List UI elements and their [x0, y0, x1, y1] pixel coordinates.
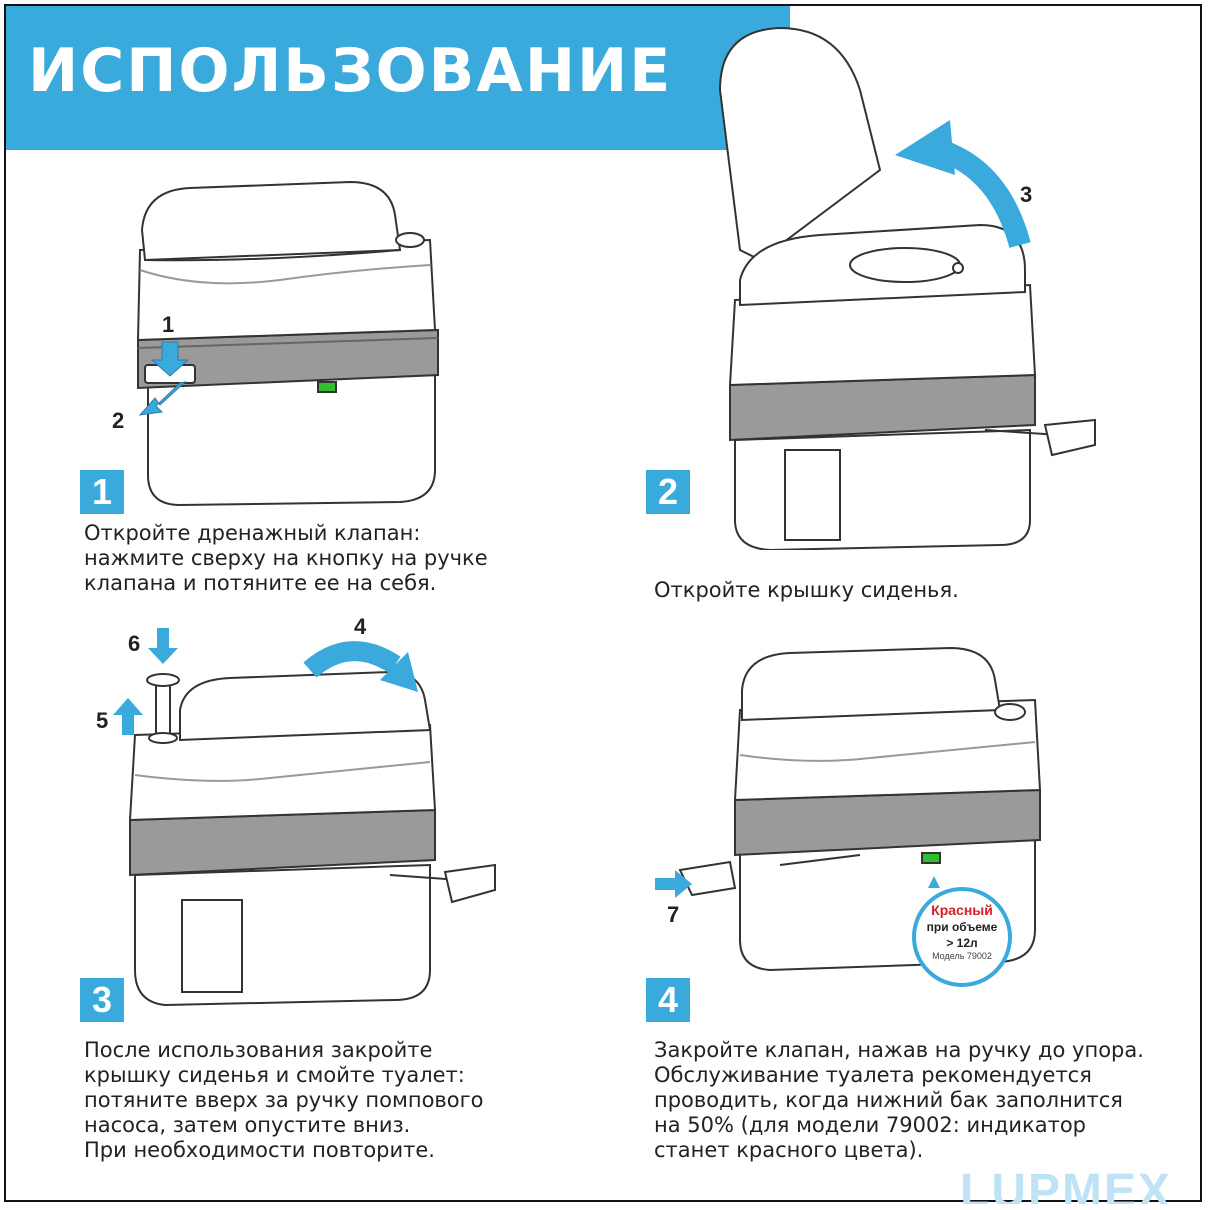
indicator-badge-color: Красный	[931, 902, 993, 918]
step-2-text: Откройте крышку сиденья.	[654, 578, 959, 602]
indicator-badge-model: Модель 79002	[932, 951, 992, 961]
step-3-number: 3	[80, 978, 124, 1022]
marker-5: 5	[96, 708, 108, 733]
step-1-text: Откройте дренажный клапан: нажмите сверх…	[84, 521, 488, 595]
marker-7: 7	[667, 902, 679, 927]
page-frame	[4, 4, 1202, 1202]
step-2-number: 2	[646, 470, 690, 514]
indicator-badge: Красный при объеме > 12л Модель 79002	[912, 887, 1012, 987]
step-4-illustration: 7	[655, 646, 1042, 972]
step-1-number: 1	[80, 470, 124, 514]
header-banner: ИСПОЛЬЗОВАНИЕ	[6, 6, 790, 150]
brand-logo: LUPMEX	[960, 1168, 1173, 1204]
marker-6: 6	[128, 631, 140, 656]
marker-2: 2	[112, 408, 124, 433]
marker-4: 4	[354, 614, 367, 639]
marker-3: 3	[1020, 182, 1032, 207]
step-4-text: Закройте клапан, нажав на ручку до упора…	[654, 1038, 1144, 1162]
marker-1: 1	[162, 312, 174, 337]
step-2-illustration: 3	[718, 26, 1096, 550]
indicator-badge-condition: при объеме	[927, 920, 998, 934]
step-3-text: После использования закройте крышку сиде…	[84, 1038, 484, 1162]
step-3-illustration: 6 5 4	[96, 614, 496, 1007]
step-1-illustration: 1 2	[112, 180, 439, 507]
indicator-badge-volume: > 12л	[946, 936, 977, 950]
step-4-number: 4	[646, 978, 690, 1022]
page-title: ИСПОЛЬЗОВАНИЕ	[28, 36, 673, 106]
